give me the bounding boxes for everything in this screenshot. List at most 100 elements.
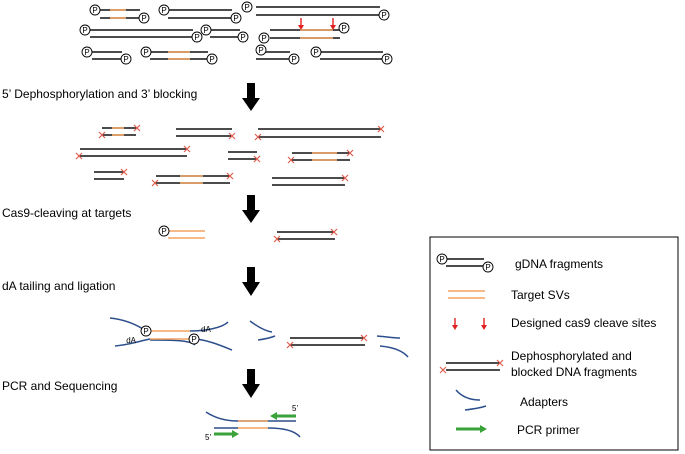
legend: P P gDNA fragments Target SVs Designed c…: [429, 236, 679, 451]
phosphate-label: P: [384, 55, 389, 64]
legend-label-dephos-line2: blocked DNA fragments: [511, 365, 637, 379]
phosphate-label: P: [244, 3, 249, 12]
block-cross-icon: [98, 131, 106, 139]
legend-label-dephos-line1: Dephosphorylated and: [511, 349, 632, 363]
block-cross-icon: [228, 132, 236, 140]
gdna-fragment-with-target: P P: [140, 46, 218, 65]
down-arrow-icon: [242, 369, 260, 398]
adapter-strand: [109, 317, 146, 331]
phosphate-icon: [81, 46, 93, 58]
pcr-primer-arrow-icon: [456, 425, 487, 433]
phosphate-icon: [338, 22, 350, 34]
phosphate-icon: [89, 4, 101, 16]
phosphate-icon: [140, 46, 152, 58]
cleave-site-arrow-icon: [330, 18, 336, 30]
adapter-strand: [379, 345, 409, 358]
gdna-fragment: P P: [158, 4, 242, 24]
phosphate-label: P: [143, 327, 148, 336]
gdna-fragment: P P: [255, 44, 300, 65]
adapter-strand: [464, 405, 487, 411]
phosphate-label: P: [123, 55, 128, 64]
phosphate-icon: [230, 12, 242, 24]
blocked-fragments-group: [75, 124, 385, 187]
pcr-product: 5’ 5’: [205, 404, 301, 442]
phosphate-icon: [191, 31, 203, 43]
gdna-fragment: P P: [79, 24, 203, 43]
adapter-strand: [205, 411, 239, 422]
down-arrow-icon: [242, 83, 260, 111]
phosphate-label: P: [258, 46, 263, 55]
phosphate-label: P: [313, 48, 318, 57]
block-cross-icon: [377, 125, 385, 133]
cleave-site-arrow-icon: [452, 318, 458, 330]
pcr-primer-arrow-icon: [270, 412, 296, 420]
blocked-fragment: [228, 151, 261, 163]
phosphate-icon: [158, 225, 170, 237]
block-cross-icon: [253, 155, 261, 163]
phosphate-label: P: [141, 14, 146, 23]
phosphate-label: P: [485, 263, 490, 272]
da-tail-label: dA: [201, 325, 211, 334]
blocked-fragment: [254, 125, 385, 141]
step-label-da-tailing: dA tailing and ligation: [2, 279, 115, 293]
adapter-strand: [267, 427, 301, 438]
phosphate-label: P: [194, 33, 199, 42]
step-label-pcr-sequencing: PCR and Sequencing: [2, 379, 117, 393]
phosphate-label: P: [161, 227, 166, 236]
legend-item-dephos: Dephosphorylated and blocked DNA fragmen…: [439, 349, 637, 379]
phosphate-label: P: [84, 48, 89, 57]
phosphate-label: P: [143, 48, 148, 57]
block-cross-icon: [273, 235, 281, 243]
gdna-fragment-with-target: P P: [258, 18, 350, 44]
block-cross-icon: [496, 359, 504, 367]
blocked-fragment: [151, 172, 234, 187]
legend-item-adapters: Adapters: [455, 389, 568, 411]
phosphate-icon: [381, 53, 393, 65]
adapter-strand: [257, 335, 276, 341]
unligated-blocked-fragment: [249, 320, 409, 358]
phosphate-icon: [241, 1, 253, 13]
step-label-cas9-cleaving: Cas9-cleaving at targets: [2, 206, 131, 220]
phosphate-icon: [138, 12, 150, 24]
block-cross-icon: [75, 152, 83, 160]
phosphate-icon: [79, 24, 91, 36]
blocked-fragment: [272, 174, 349, 186]
blocked-fragment: [75, 145, 191, 160]
legend-label-primer: PCR primer: [517, 423, 580, 437]
block-cross-icon: [439, 366, 447, 374]
phosphate-label: P: [203, 26, 208, 35]
block-cross-icon: [226, 172, 234, 180]
phosphate-icon: [288, 53, 300, 65]
blocked-fragment: [94, 168, 128, 180]
block-cross-icon: [183, 145, 191, 153]
legend-item-target: Target SVs: [448, 288, 570, 302]
adapter-strand: [189, 321, 229, 332]
legend-item-primer: PCR primer: [456, 423, 580, 437]
phosphate-icon: [436, 253, 448, 265]
phosphate-icon: [378, 9, 390, 21]
phosphate-icon: [310, 46, 322, 58]
adapter-strand: [194, 338, 233, 351]
down-arrow-icon: [242, 195, 260, 223]
adapter-strand: [455, 389, 481, 401]
gdna-fragment: P P: [310, 46, 393, 65]
block-cross-icon: [287, 156, 295, 164]
phosphate-label: P: [381, 11, 386, 20]
step-label-dephosphorylation: 5’ Dephosphorylation and 3’ blocking: [2, 87, 197, 101]
phosphate-label: P: [161, 6, 166, 15]
phosphate-label: P: [233, 14, 238, 23]
block-cross-icon: [120, 168, 128, 176]
phosphate-label: P: [209, 55, 214, 64]
ligated-target-fragment: P P dA dA: [109, 317, 233, 351]
blocked-fragment: [273, 228, 338, 243]
pcr-primer-arrow-icon: [214, 430, 239, 438]
legend-item-cleave: Designed cas9 cleave sites: [452, 316, 656, 330]
phosphate-icon: [237, 31, 249, 43]
phosphate-label: P: [439, 255, 444, 264]
phosphate-label: P: [341, 24, 346, 33]
legend-item-gdna: P P gDNA fragments: [436, 253, 603, 273]
phosphate-icon: [200, 24, 212, 36]
phosphate-icon: [158, 4, 170, 16]
adapter-strand: [114, 338, 151, 347]
